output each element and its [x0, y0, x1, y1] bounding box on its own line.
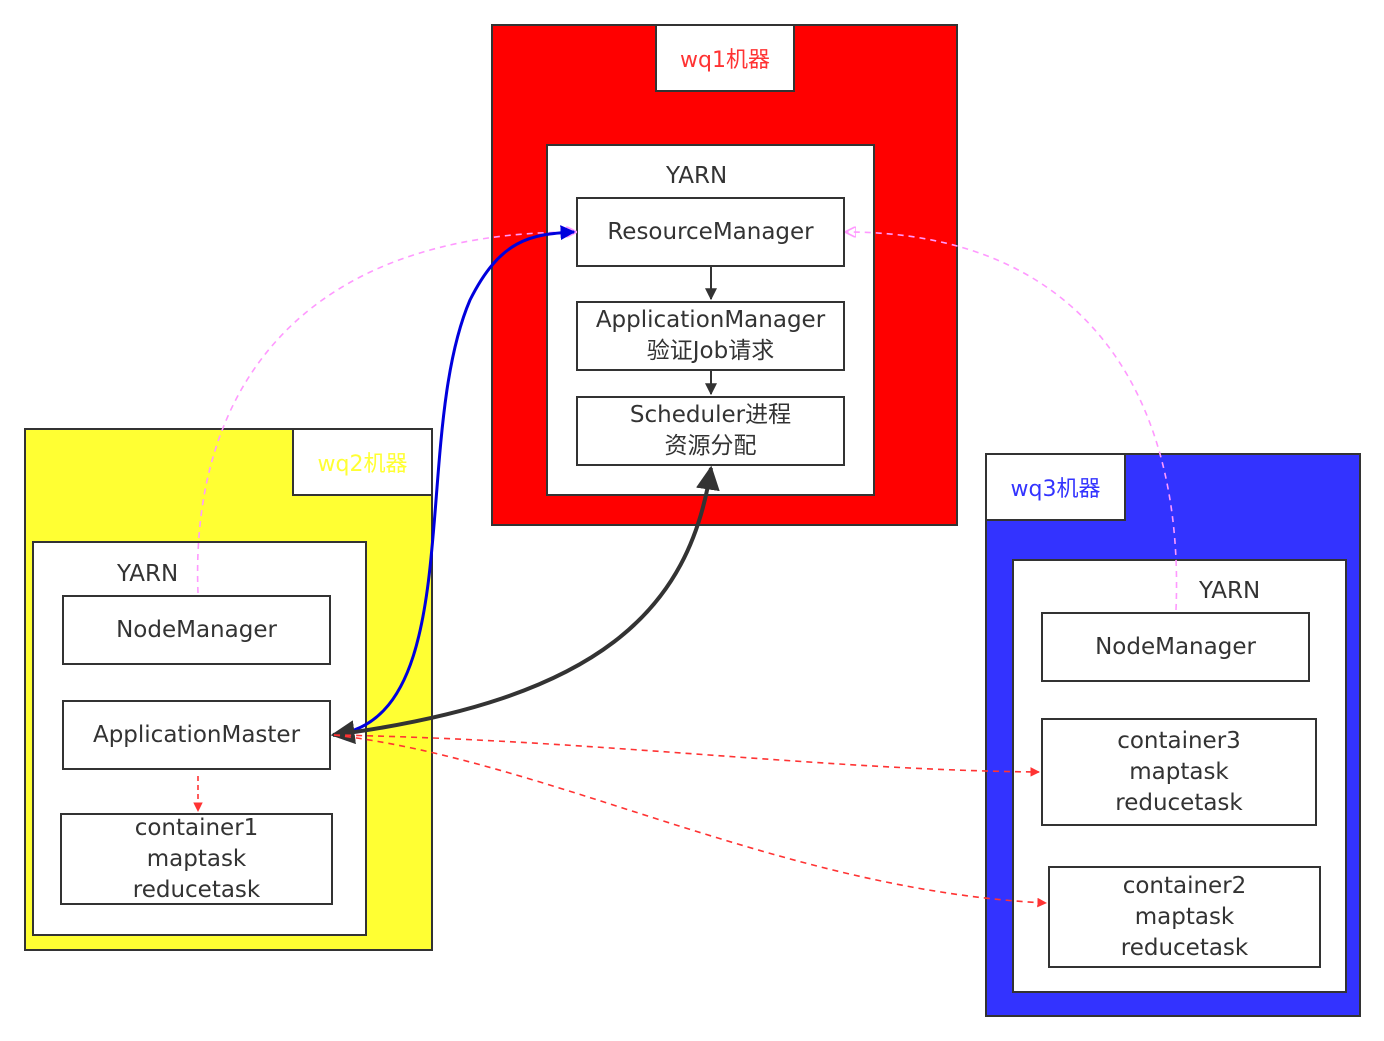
wq1-yarn-label: YARN	[666, 163, 728, 189]
arrow-appmaster-resourcemanager	[331, 225, 576, 741]
machine-wq3-label: wq3机器	[985, 453, 1126, 521]
arrow-wq2-nodemanager-heartbeat	[196, 232, 576, 594]
wq2-node-manager-box: NodeManager	[62, 595, 331, 665]
wq3-node-manager-box: NodeManager	[1041, 612, 1310, 682]
container3-box: container3 maptask reducetask	[1041, 718, 1317, 826]
container2-box: container2 maptask reducetask	[1048, 866, 1321, 968]
container3-name: container3	[1117, 727, 1241, 754]
wq3-yarn-label: YARN	[1199, 578, 1261, 604]
container3-reducetask: reducetask	[1115, 789, 1243, 816]
resource-manager-label: ResourceManager	[607, 218, 814, 245]
container2-reducetask: reducetask	[1120, 934, 1249, 961]
application-master-box: ApplicationMaster	[62, 700, 331, 770]
application-master-label: ApplicationMaster	[92, 721, 301, 748]
container2-name: container2	[1122, 872, 1247, 899]
container2-maptask: maptask	[1134, 903, 1235, 930]
application-manager-desc: 验证Job请求	[646, 338, 775, 364]
container1-name: container1	[134, 814, 259, 841]
scheduler-label: Scheduler进程	[629, 402, 792, 428]
arrow-appmaster-to-container2	[333, 734, 1047, 908]
machine-wq1-label: wq1机器	[655, 24, 795, 92]
application-manager-box: ApplicationManager 验证Job请求	[576, 301, 845, 371]
application-manager-label: ApplicationManager	[595, 307, 826, 333]
container1-reducetask: reducetask	[132, 876, 261, 903]
container3-maptask: maptask	[1129, 758, 1229, 785]
wq2-yarn-label: YARN	[117, 561, 179, 587]
arrow-appmaster-scheduler	[330, 465, 720, 745]
scheduler-box: Scheduler进程 资源分配	[576, 396, 845, 466]
container1-box: container1 maptask reducetask	[60, 813, 333, 905]
arrow-appmaster-to-container3	[333, 734, 1040, 777]
container1-maptask: maptask	[146, 845, 247, 872]
resource-manager-box: ResourceManager	[576, 197, 845, 267]
arrow-wq3-nodemanager-heartbeat	[846, 232, 1178, 611]
wq2-node-manager-label: NodeManager	[116, 616, 277, 643]
scheduler-desc: 资源分配	[664, 433, 757, 459]
wq3-node-manager-label: NodeManager	[1095, 633, 1256, 660]
